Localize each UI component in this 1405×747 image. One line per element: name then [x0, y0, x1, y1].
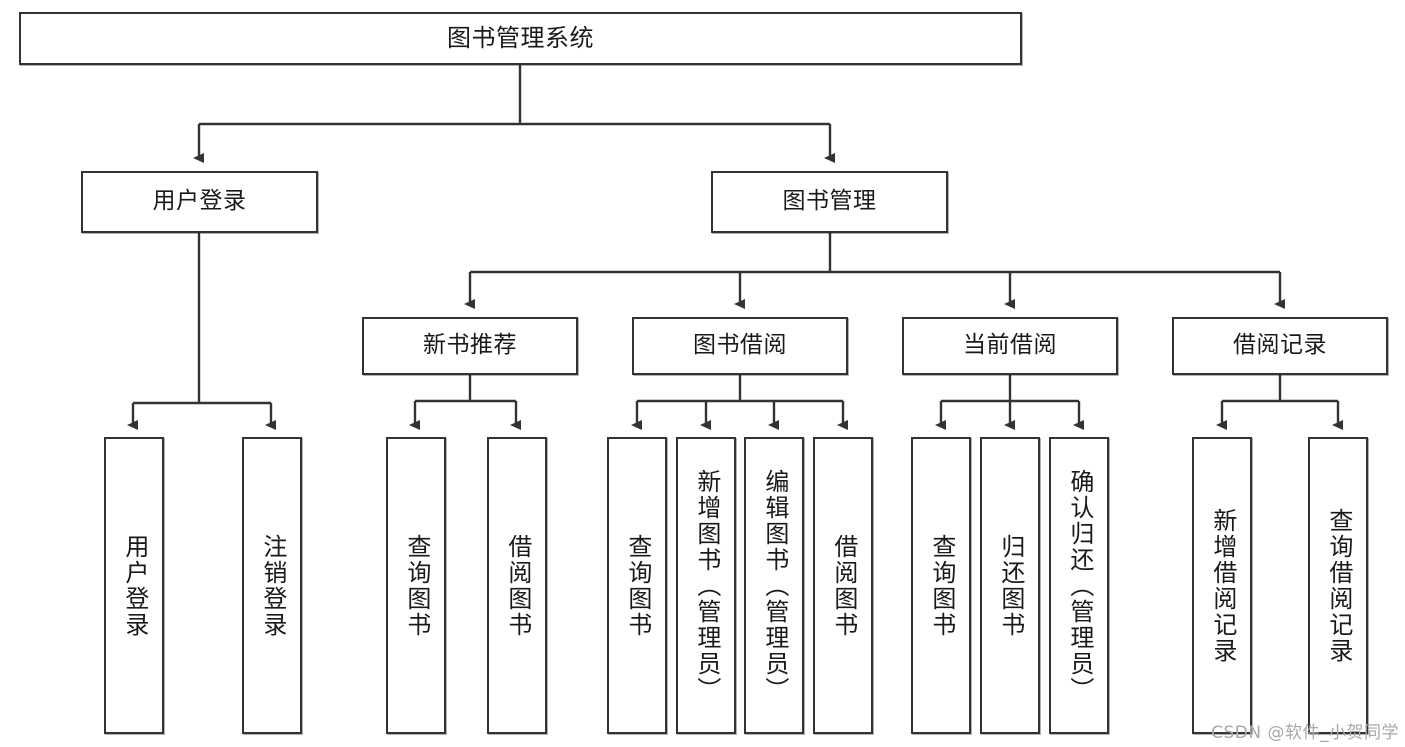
- leaf-current-return-book-label: 归还图书: [996, 533, 1025, 638]
- leaf-record-add-label: 新增借阅记录: [1208, 507, 1237, 664]
- node-current-borrow-label: 当前借阅: [963, 332, 1057, 359]
- node-user-login[interactable]: 用户登录: [81, 171, 318, 233]
- leaf-current-return-book[interactable]: 归还图书: [980, 437, 1040, 734]
- node-root-label: 图书管理系统: [447, 24, 594, 53]
- leaf-record-query-label: 查询借阅记录: [1324, 507, 1353, 664]
- node-current-borrow[interactable]: 当前借阅: [902, 317, 1118, 375]
- leaf-user-login-logout-label: 注销登录: [258, 533, 287, 638]
- leaf-borrow-borrow-book-label: 借阅图书: [829, 533, 858, 638]
- leaf-user-login-logout[interactable]: 注销登录: [242, 437, 302, 734]
- node-borrow-record[interactable]: 借阅记录: [1172, 317, 1388, 375]
- leaf-borrow-borrow-book[interactable]: 借阅图书: [813, 437, 873, 734]
- leaf-user-login-login-label: 用户登录: [120, 533, 149, 638]
- node-user-login-label: 用户登录: [152, 188, 247, 215]
- leaf-current-confirm-return[interactable]: 确认归还（管理员）: [1049, 437, 1109, 734]
- leaf-current-query-book[interactable]: 查询图书: [911, 437, 971, 734]
- leaf-current-confirm-return-label: 确认归还（管理员）: [1065, 468, 1094, 703]
- csdn-watermark: CSDN @软件_小贺同学: [1211, 723, 1399, 743]
- node-borrow-record-label: 借阅记录: [1233, 332, 1327, 359]
- leaf-current-query-book-label: 查询图书: [927, 533, 956, 638]
- node-new-book-recommend[interactable]: 新书推荐: [362, 317, 578, 375]
- leaf-borrow-add-book[interactable]: 新增图书（管理员）: [676, 437, 736, 734]
- leaf-new-book-query[interactable]: 查询图书: [386, 437, 446, 734]
- leaf-borrow-edit-book-label: 编辑图书（管理员）: [760, 468, 789, 703]
- leaf-new-book-borrow-label: 借阅图书: [503, 533, 532, 638]
- node-book-management[interactable]: 图书管理: [711, 171, 948, 233]
- leaf-user-login-login[interactable]: 用户登录: [104, 437, 164, 734]
- leaf-borrow-edit-book[interactable]: 编辑图书（管理员）: [744, 437, 804, 734]
- leaf-new-book-query-label: 查询图书: [402, 533, 431, 638]
- node-root[interactable]: 图书管理系统: [19, 12, 1022, 65]
- leaf-record-add[interactable]: 新增借阅记录: [1192, 437, 1252, 734]
- leaf-borrow-add-book-label: 新增图书（管理员）: [692, 468, 721, 703]
- leaf-new-book-borrow[interactable]: 借阅图书: [487, 437, 547, 734]
- node-book-management-label: 图书管理: [782, 188, 877, 215]
- leaf-record-query[interactable]: 查询借阅记录: [1308, 437, 1368, 734]
- node-book-borrow-label: 图书借阅: [693, 332, 787, 359]
- node-book-borrow[interactable]: 图书借阅: [632, 317, 848, 375]
- leaf-borrow-query-book-label: 查询图书: [623, 533, 652, 638]
- node-new-book-recommend-label: 新书推荐: [423, 332, 517, 359]
- leaf-borrow-query-book[interactable]: 查询图书: [607, 437, 667, 734]
